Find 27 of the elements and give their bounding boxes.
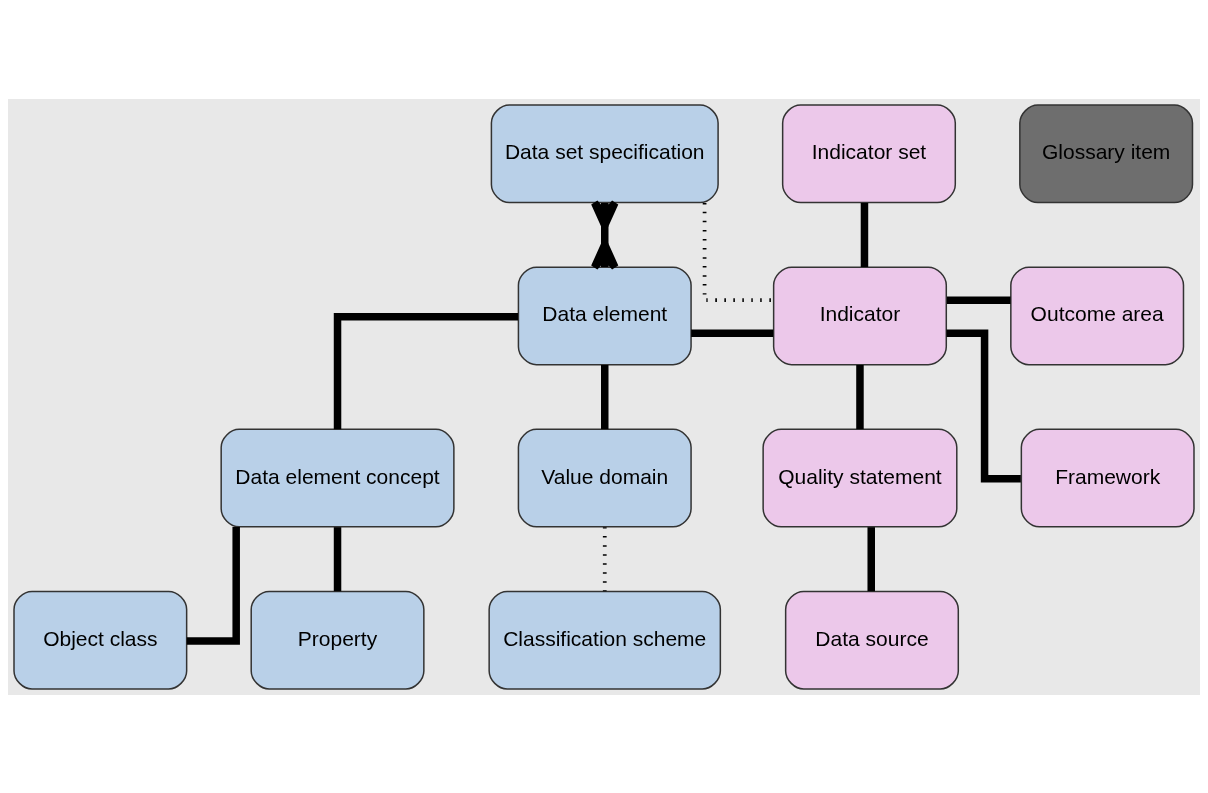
connector bbox=[333, 526, 342, 591]
connector bbox=[856, 364, 864, 429]
connector bbox=[333, 312, 518, 429]
node-box: Property bbox=[250, 590, 425, 690]
node-box: Glossary item bbox=[1019, 103, 1194, 203]
connector bbox=[946, 295, 1011, 304]
connector bbox=[590, 198, 619, 271]
node-box: Quality statement bbox=[762, 428, 958, 528]
connector bbox=[601, 364, 609, 429]
node-box: Classification scheme bbox=[488, 590, 722, 690]
node-box: Data element bbox=[517, 265, 692, 365]
connector bbox=[702, 202, 774, 302]
node-box: Object class bbox=[13, 590, 188, 690]
node-box: Framework bbox=[1020, 428, 1195, 528]
connector bbox=[867, 526, 875, 591]
connector bbox=[602, 526, 607, 591]
node-box: Value domain bbox=[517, 428, 692, 528]
node-box: Data set specification bbox=[490, 103, 719, 203]
connector bbox=[691, 328, 774, 337]
connector bbox=[860, 202, 869, 267]
node-box: Indicator bbox=[772, 265, 948, 365]
node-box: Outcome area bbox=[1010, 265, 1185, 365]
connector bbox=[186, 526, 240, 645]
connector bbox=[946, 328, 1021, 483]
node-box: Data source bbox=[784, 590, 960, 690]
node-box: Indicator set bbox=[781, 103, 957, 203]
node-box: Data element concept bbox=[220, 428, 455, 528]
